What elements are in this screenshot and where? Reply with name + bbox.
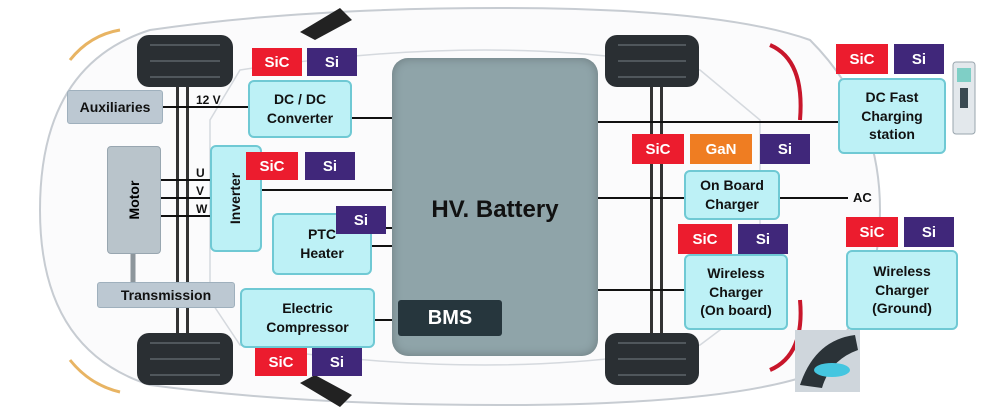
compressor-sic-tag: SiC: [255, 348, 307, 376]
dcfast-line-1: DC Fast: [865, 88, 919, 105]
ptc-line-2: Heater: [300, 245, 344, 261]
onboard-charger-box: On Board Charger: [684, 170, 780, 220]
dcdc-converter-box: DC / DC Converter: [248, 80, 352, 138]
headlight-left-bottom: [68, 359, 121, 394]
obc-sic-tag: SiC: [632, 134, 684, 164]
obc-line-1: On Board: [700, 177, 764, 194]
dcfast-si-tag: Si: [894, 44, 944, 74]
compressor-si-tag: Si: [312, 348, 362, 376]
inverter-sic-tag: SiC: [246, 152, 298, 180]
obc-line-2: Charger: [705, 196, 759, 212]
motor-label: Motor: [126, 180, 142, 220]
charging-station-icon: [952, 61, 976, 135]
bms-box: BMS: [398, 300, 502, 336]
mirror-top: [300, 8, 352, 40]
wireless-onboard-line-1: Wireless: [707, 264, 765, 281]
headlight-left-top: [68, 28, 121, 61]
mirror-bottom: [300, 375, 352, 407]
obc-si-tag: Si: [760, 134, 810, 164]
wireless-ground-sic-tag: SiC: [846, 217, 898, 247]
wireless-charger-onboard-box: Wireless Charger (On board): [684, 254, 788, 330]
dc-fast-charging-box: DC Fast Charging station: [838, 78, 946, 154]
wireless-onboard-line-2: Charger: [709, 283, 763, 300]
inverter-si-tag: Si: [305, 152, 355, 180]
electric-compressor-box: Electric Compressor: [240, 288, 375, 348]
wireless-charger-ground-box: Wireless Charger (Ground): [846, 250, 958, 330]
label-ac: AC: [853, 190, 872, 205]
wireless-ground-line-2: Charger: [875, 281, 929, 298]
wireless-onboard-line-3: (On board): [700, 302, 772, 319]
dcfast-line-3: station: [869, 126, 915, 143]
rear-axle-left: [650, 60, 653, 360]
ptc-si-tag: Si: [336, 206, 386, 234]
motor-box: Motor: [107, 146, 161, 254]
dcdc-sic-tag: SiC: [252, 48, 302, 76]
label-12v: 12 V: [196, 93, 221, 107]
wireless-ground-line-3: (Ground): [872, 300, 932, 317]
obc-gan-tag: GaN: [690, 134, 752, 164]
wireless-ground-si-tag: Si: [904, 217, 954, 247]
wireless-pad-image: [795, 330, 860, 392]
auxiliaries-box: Auxiliaries: [67, 90, 163, 124]
ptc-line-1: PTC: [308, 226, 336, 243]
front-axle-right: [186, 60, 189, 360]
label-v: V: [196, 184, 205, 198]
dcdc-line-1: DC / DC: [273, 91, 327, 108]
wireless-onboard-sic-tag: SiC: [678, 224, 732, 254]
wireless-onboard-si-tag: Si: [738, 224, 788, 254]
label-u: U: [196, 166, 205, 180]
taillight-top: [769, 43, 803, 121]
wireless-ground-line-1: Wireless: [873, 262, 931, 279]
compressor-line-1: Electric: [282, 300, 333, 317]
rear-axle-right: [660, 60, 663, 360]
hv-battery-title: HV. Battery: [431, 196, 559, 223]
transmission-box: Transmission: [97, 282, 235, 308]
compressor-line-2: Compressor: [266, 319, 349, 335]
dcdc-line-2: Converter: [266, 110, 334, 126]
label-w: W: [196, 202, 208, 216]
dcfast-sic-tag: SiC: [836, 44, 888, 74]
inverter-label: Inverter: [227, 172, 244, 225]
front-axle-left: [176, 60, 179, 360]
dcdc-si-tag: Si: [307, 48, 357, 76]
dcfast-line-2: Charging: [861, 107, 923, 124]
inverter-box: Inverter: [210, 145, 262, 252]
